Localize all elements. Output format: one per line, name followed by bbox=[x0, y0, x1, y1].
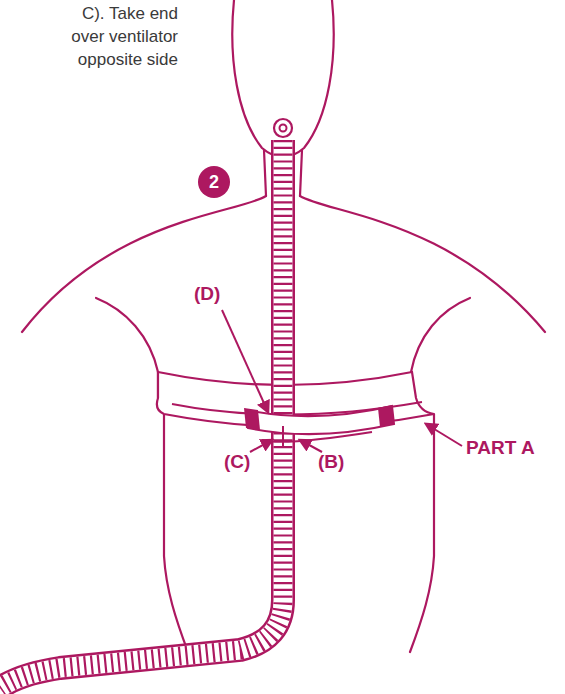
callout-number: 2 bbox=[209, 172, 219, 193]
part-label: (B) bbox=[318, 451, 344, 473]
part-label: (C) bbox=[224, 451, 250, 473]
part-label: (D) bbox=[194, 283, 220, 305]
ventilator-tube bbox=[0, 119, 292, 688]
callout-circle: 2 bbox=[198, 166, 230, 198]
strap-d bbox=[244, 405, 394, 446]
part-label: PART A bbox=[466, 437, 535, 459]
instruction-note: C). Take end over ventilator opposite si… bbox=[50, 2, 178, 71]
leader-lines bbox=[222, 310, 462, 452]
